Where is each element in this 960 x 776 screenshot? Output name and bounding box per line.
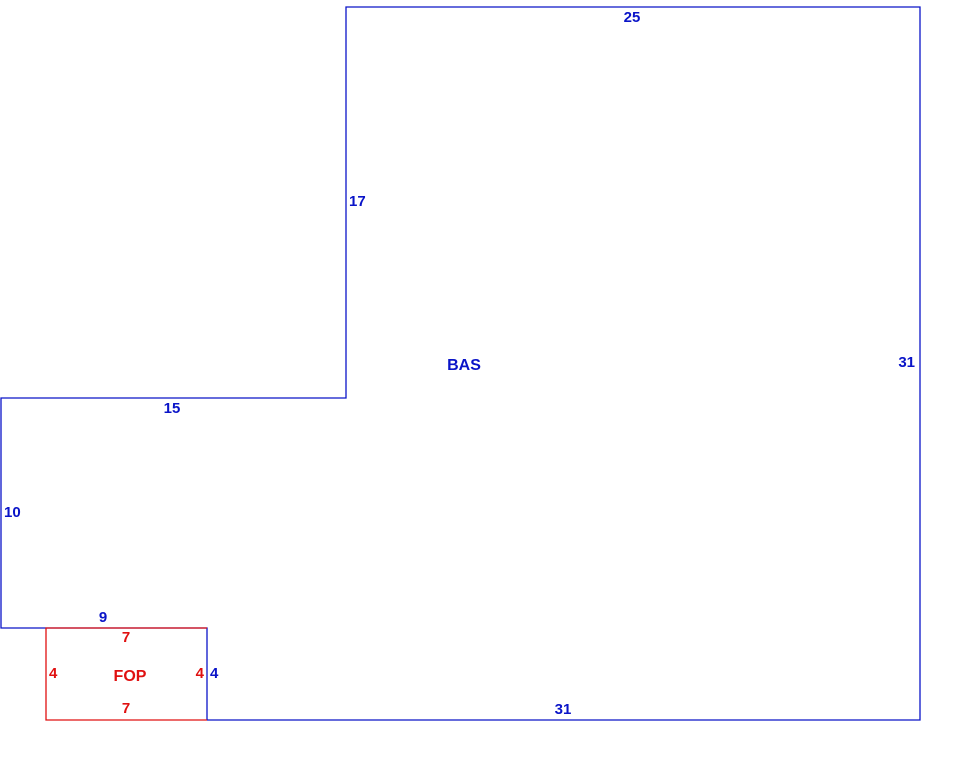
bas-notch-horizontal-dimension: 15 <box>164 400 181 417</box>
fop-bottom-dimension: 7 <box>122 700 130 717</box>
bas-top-dimension: 25 <box>624 9 641 26</box>
fop-outline <box>45 627 207 721</box>
bas-notch-vertical-dimension: 17 <box>349 193 366 210</box>
bas-right-dimension: 31 <box>898 354 915 371</box>
bas-step-dimension: 4 <box>210 665 219 682</box>
fop-left-dimension: 4 <box>49 665 58 682</box>
fop-top-dimension: 7 <box>122 629 130 646</box>
bas-left-dimension: 10 <box>4 504 21 521</box>
bas-bottom-dimension: 31 <box>555 701 572 718</box>
fop-right-dimension: 4 <box>196 665 205 682</box>
bas-lower-left-top-dimension: 9 <box>99 609 107 626</box>
bas-area-label: BAS <box>447 357 481 374</box>
fop-area-label: FOP <box>114 668 147 685</box>
